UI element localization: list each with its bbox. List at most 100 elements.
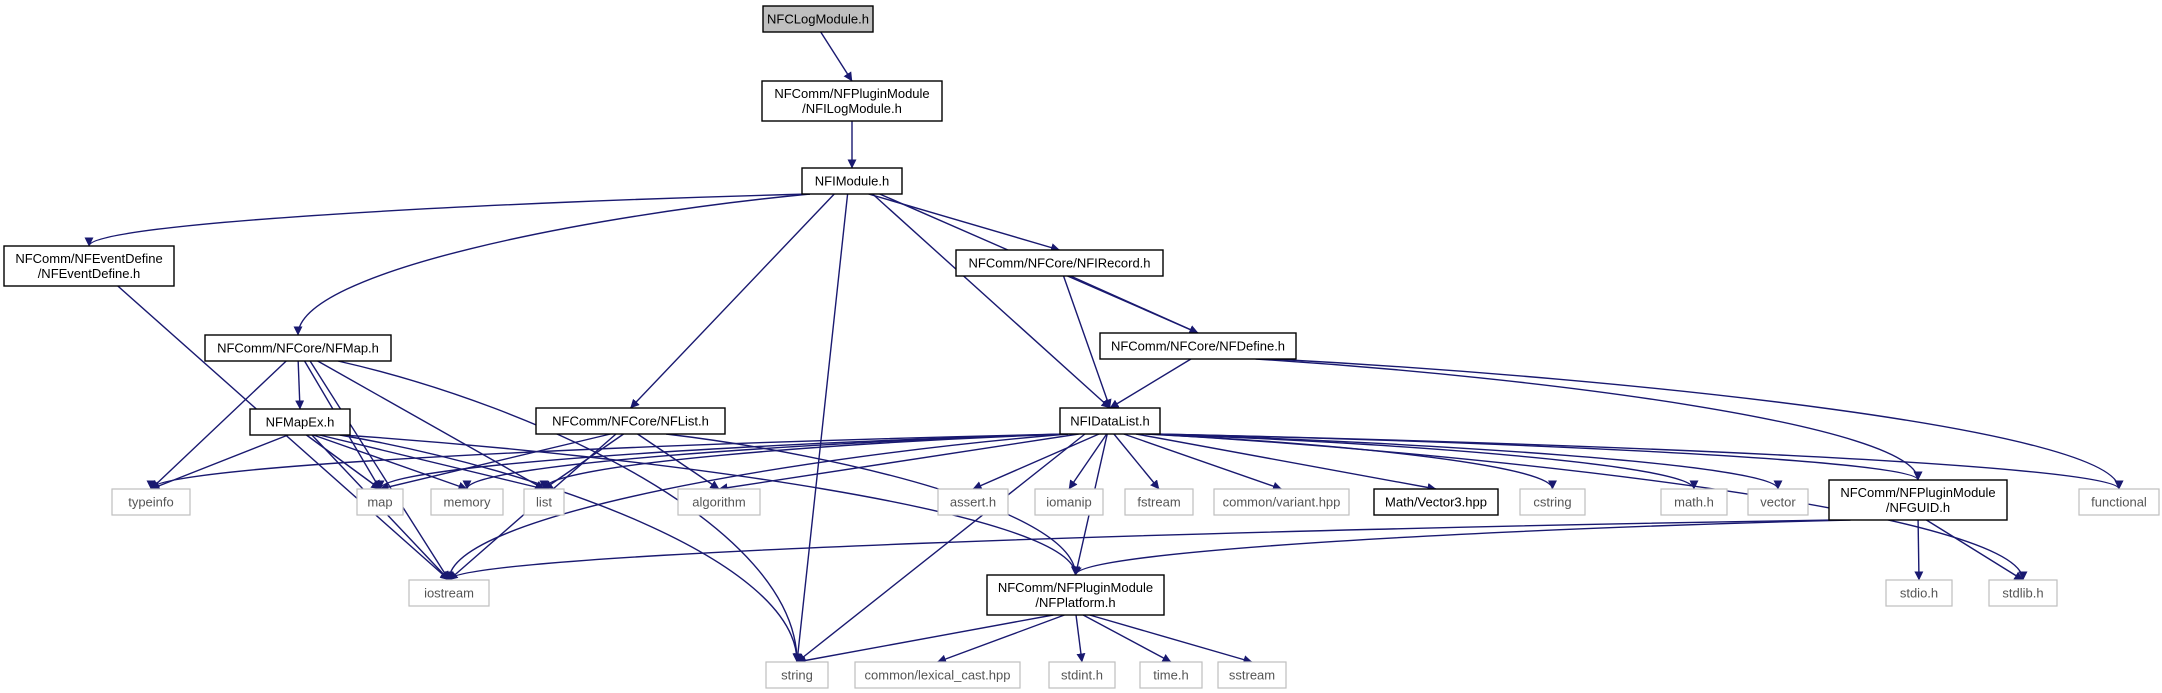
- edge-nfguid-to-stdio: [1914, 519, 1924, 581]
- edge-nfidatalist-to-assert: [972, 433, 1100, 490]
- node-assert: assert.h: [937, 488, 1009, 516]
- node-nfirecord[interactable]: NFComm/NFCore/NFIRecord.h: [955, 249, 1164, 277]
- edge-nflist-to-algorithm: [637, 433, 720, 490]
- node-box: [1988, 579, 2058, 607]
- node-nfmapex[interactable]: NFMapEx.h: [249, 408, 351, 436]
- node-time: time.h: [1139, 661, 1203, 689]
- node-box: [1034, 488, 1104, 516]
- node-math: math.h: [1660, 488, 1728, 516]
- node-box: [1828, 479, 2008, 521]
- edge-nfguid-to-nfplatform: [1071, 519, 1851, 576]
- node-box: [430, 488, 504, 516]
- edge-nfimodule-to-string: [793, 193, 849, 663]
- node-box: [1059, 407, 1161, 435]
- edge-nfimodule-to-nfeventdefine: [84, 193, 811, 247]
- node-box: [801, 167, 903, 195]
- node-label: functional: [2091, 495, 2147, 510]
- edge-nfplatform-to-lexical_cast: [937, 614, 1065, 664]
- edge-nfidatalist-to-list: [539, 433, 1069, 490]
- node-box: [765, 661, 829, 689]
- node-box: [762, 5, 874, 33]
- edge-nfplatform-to-string: [796, 614, 1054, 665]
- edge-nfdefine-to-nfguid: [1255, 358, 1923, 481]
- node-nfclogmodule: NFCLogModule.h: [762, 5, 874, 33]
- node-box: [854, 661, 1021, 689]
- node-nfidatalist[interactable]: NFIDataList.h: [1059, 407, 1161, 435]
- node-label: fstream: [1137, 495, 1180, 510]
- edge-nfmap-to-typeinfo: [150, 360, 287, 490]
- edge-nfmap-to-string: [337, 360, 802, 663]
- node-nflist[interactable]: NFComm/NFCore/NFList.h: [535, 407, 726, 435]
- edge-nfplatform-to-stdint: [1075, 614, 1086, 663]
- edge-nfidatalist-to-iomanip: [1068, 433, 1108, 490]
- edge-nfmapex-to-list: [319, 434, 545, 492]
- edge-nfmapex-to-nfplatform: [341, 434, 1080, 576]
- node-label: NFComm/NFCore/NFIRecord.h: [968, 256, 1150, 271]
- edge-nfidatalist-to-fstream: [1113, 433, 1160, 490]
- edge-nfmap-to-list: [317, 360, 545, 490]
- node-layer: NFCLogModule.hNFComm/NFPluginModule/NFIL…: [3, 5, 2160, 689]
- node-box: [356, 488, 404, 516]
- node-nfimodule[interactable]: NFIModule.h: [801, 167, 903, 195]
- edge-nfmap-to-nfmapex: [295, 360, 305, 410]
- node-box: [1373, 488, 1499, 516]
- node-box: [535, 407, 726, 435]
- node-label: /NFGUID.h: [1886, 500, 1950, 515]
- edge-nfplatform-to-sstream: [1089, 614, 1253, 664]
- node-label: NFComm/NFPluginModule: [1840, 485, 1995, 500]
- node-box: [1747, 488, 1809, 516]
- node-label: cstring: [1533, 495, 1571, 510]
- node-label: NFMapEx.h: [266, 415, 335, 430]
- node-label: /NFEventDefine.h: [38, 266, 141, 281]
- node-nfguid[interactable]: NFComm/NFPluginModule/NFGUID.h: [1828, 479, 2008, 521]
- node-string: string: [765, 661, 829, 689]
- node-box: [955, 249, 1164, 277]
- node-vector3[interactable]: Math/Vector3.hpp: [1373, 488, 1499, 516]
- node-iostream: iostream: [408, 579, 490, 607]
- node-label: NFComm/NFCore/NFDefine.h: [1111, 339, 1285, 354]
- node-nfdefine[interactable]: NFComm/NFCore/NFDefine.h: [1099, 332, 1297, 360]
- node-label: common/variant.hpp: [1223, 495, 1341, 510]
- node-label: vector: [1760, 495, 1796, 510]
- edge-nfimodule-to-nflist: [629, 193, 835, 409]
- node-box: [2078, 488, 2160, 516]
- edge-nfdefine-to-functional: [1271, 358, 2124, 490]
- node-box: [1124, 488, 1194, 516]
- node-label: stdio.h: [1900, 586, 1938, 601]
- node-cstring: cstring: [1519, 488, 1586, 516]
- node-memory: memory: [430, 488, 504, 516]
- edge-nfidatalist-to-variant: [1123, 433, 1282, 491]
- node-nfilogmodule[interactable]: NFComm/NFPluginModule/NFILogModule.h: [761, 80, 943, 122]
- edge-nfidatalist-to-functional: [1151, 433, 2124, 490]
- node-label: memory: [444, 495, 491, 510]
- edge-nfirecord-to-nfidatalist: [1062, 275, 1112, 409]
- node-label: assert.h: [950, 495, 996, 510]
- edge-nfguid-to-stdlib: [1926, 519, 2024, 581]
- node-label: NFIModule.h: [815, 174, 889, 189]
- node-box: [937, 488, 1009, 516]
- node-iomanip: iomanip: [1034, 488, 1104, 516]
- node-box: [1217, 661, 1287, 689]
- node-label: NFComm/NFPluginModule: [998, 580, 1153, 595]
- node-label: stdint.h: [1061, 668, 1103, 683]
- node-nfeventdefine[interactable]: NFComm/NFEventDefine/NFEventDefine.h: [3, 245, 175, 287]
- node-label: iostream: [424, 586, 474, 601]
- node-box: [408, 579, 490, 607]
- edge-nfguid-to-iostream: [444, 519, 1838, 581]
- node-fstream: fstream: [1124, 488, 1194, 516]
- node-label: map: [367, 495, 392, 510]
- node-box: [986, 574, 1165, 616]
- node-nfmap[interactable]: NFComm/NFCore/NFMap.h: [204, 334, 392, 362]
- node-sstream: sstream: [1217, 661, 1287, 689]
- node-list: list: [523, 488, 565, 516]
- node-label: NFCLogModule.h: [767, 12, 869, 27]
- node-stdint: stdint.h: [1048, 661, 1116, 689]
- edge-nfmap-to-iostream: [309, 360, 450, 581]
- node-stdlib: stdlib.h: [1988, 579, 2058, 607]
- node-functional: functional: [2078, 488, 2160, 516]
- edge-nfmapex-to-string: [339, 434, 802, 663]
- node-label: math.h: [1674, 495, 1714, 510]
- node-label: /NFILogModule.h: [802, 101, 902, 116]
- node-nfplatform[interactable]: NFComm/NFPluginModule/NFPlatform.h: [986, 574, 1165, 616]
- edge-nfclogmodule-to-nfilogmodule: [820, 31, 853, 82]
